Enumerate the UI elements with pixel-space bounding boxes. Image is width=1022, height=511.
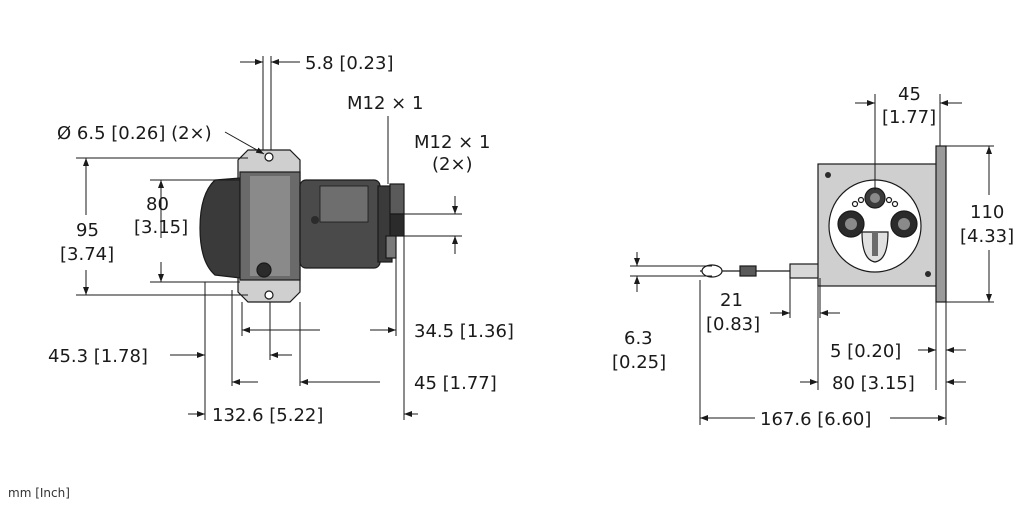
dim-110-b: [4.33] [960,226,1014,247]
dim-80-right: 80 [3.15] [832,373,915,394]
dim-6-3-a: 6.3 [624,328,653,349]
dim-95-a: 95 [76,220,99,241]
drum-cover [199,177,241,279]
dim-5: 5 [0.20] [830,341,901,362]
dim-110-a: 110 [970,202,1004,223]
dim-132-6: 132.6 [5.22] [212,405,323,426]
encoder-screw [311,216,319,224]
dim-34-5: 34.5 [1.36] [414,321,514,342]
dim-hole-diameter: Ø 6.5 [0.26] (2×) [57,123,212,144]
left-side-view: 5.8 [0.23] M12 × 1 Ø 6.5 [0.26] (2×) M12… [48,53,514,426]
dim-5-8: 5.8 [0.23] [305,53,393,74]
dim-45-3: 45.3 [1.78] [48,346,148,367]
dim-21-a: 21 [720,290,743,311]
connector-top [389,183,405,215]
units-note: mm [Inch] [8,486,70,500]
right-front-view: 45 [1.77] 110 [4.33] 21 [0.83] 6.3 [0.25… [612,84,1014,430]
wire-sleeve [739,265,757,277]
dim-80-b: [3.15] [134,217,188,238]
drum-screw [256,262,272,278]
dim-167-6: 167.6 [6.60] [760,409,871,430]
dim-m12-2x-a: M12 × 1 [414,132,490,153]
dim-45-top-a: 45 [898,84,921,105]
mount-hole-bottom [264,290,274,300]
connector-mid [389,213,405,237]
side-flange [935,145,947,303]
connector-bottom [385,235,397,259]
dim-m12-connector: M12 × 1 [347,93,423,114]
dim-21-b: [0.83] [706,314,760,335]
encoder-label [319,185,369,223]
mount-hole-top [264,152,274,162]
dim-45-top-b: [1.77] [882,107,936,128]
dim-45: 45 [1.77] [414,373,497,394]
dim-6-3-b: [0.25] [612,352,666,373]
dim-m12-2x-b: (2×) [432,154,473,175]
drum-highlight [250,176,290,276]
dim-80-a: 80 [146,194,169,215]
wire-clip [701,264,723,278]
dim-95-b: [3.74] [60,244,114,265]
wire-guide [789,263,821,279]
